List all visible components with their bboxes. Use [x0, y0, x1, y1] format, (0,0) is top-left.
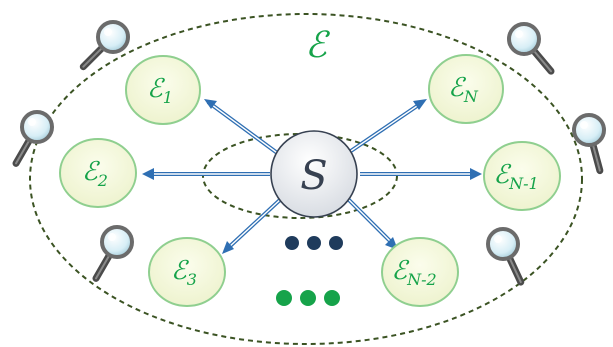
node-subscript: 3 — [187, 270, 197, 289]
arrow-to-e2 — [142, 168, 270, 180]
hub-node: S — [270, 130, 358, 218]
ellipsis-bottom — [276, 290, 340, 306]
node-subscript: 2 — [97, 171, 108, 190]
ensemble-node-e1: ℰ1 — [125, 55, 201, 125]
ensemble-node-eN2: ℰN-2 — [381, 237, 459, 307]
arrows — [142, 99, 482, 254]
arrow-to-e3 — [222, 196, 284, 254]
ensemble-node-e2: ℰ2 — [59, 138, 137, 208]
magnifier-icon-eN1 — [572, 113, 606, 175]
arrow-to-eN1 — [360, 168, 482, 180]
node-subscript: N — [463, 87, 479, 106]
magnifier-icon-e1 — [79, 20, 130, 71]
arrow-to-e1 — [204, 99, 282, 157]
arrow-to-eN — [343, 99, 427, 157]
magnifier-icons — [12, 20, 606, 286]
ensemble-node-e3: ℰ3 — [148, 237, 226, 307]
magnifier-icon-e2 — [12, 110, 54, 167]
node-subscript: 1 — [163, 88, 173, 107]
node-subscript: N-2 — [406, 270, 437, 289]
ellipsis-top — [285, 236, 343, 250]
magnifier-icon-eN2 — [486, 227, 525, 286]
ensemble-label: ℰ — [305, 25, 330, 66]
outer-ensemble-boundary — [29, 13, 583, 345]
magnifier-icon-e3 — [92, 225, 134, 282]
node-subscript: N-1 — [508, 174, 539, 193]
magnifier-icon-eN — [507, 22, 555, 75]
hub-label: S — [300, 153, 327, 199]
ensemble-node-eN1: ℰN-1 — [483, 141, 561, 211]
ensemble-node-eN: ℰN — [428, 54, 504, 124]
